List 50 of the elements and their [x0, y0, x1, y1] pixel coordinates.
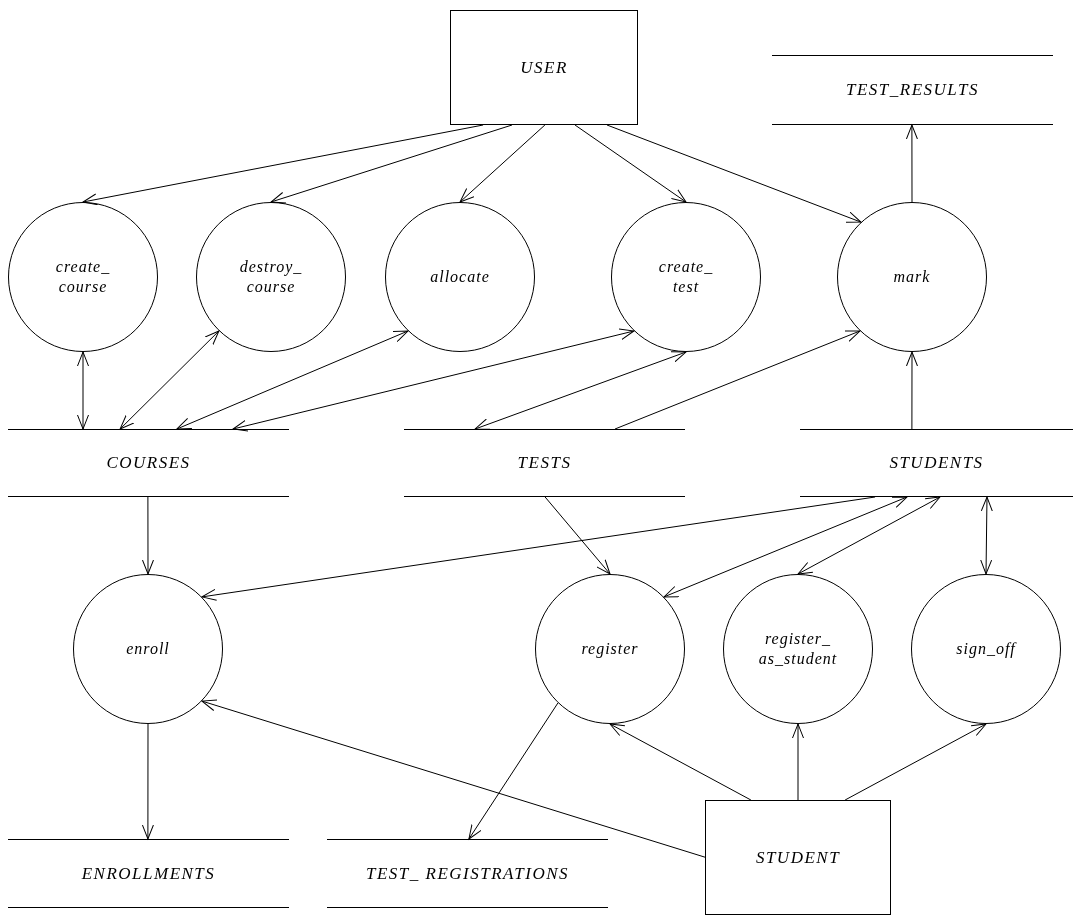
data-store — [800, 429, 1073, 497]
arrow — [606, 124, 862, 223]
node-label: STUDENTS — [889, 452, 984, 474]
node-label: STUDENT — [755, 846, 841, 869]
arrow — [905, 124, 918, 203]
data-store — [8, 839, 289, 908]
arrow — [119, 330, 220, 430]
node-label: enroll — [126, 639, 170, 659]
arrow — [574, 124, 687, 203]
node-label: ENROLLMENTS — [81, 862, 216, 885]
node-label: create_ course — [54, 257, 112, 297]
node-label: TEST_RESULTS — [846, 79, 979, 101]
arrow — [614, 330, 861, 430]
arrow — [792, 723, 804, 801]
node-label: register_ as_student — [757, 629, 839, 669]
arrow — [544, 496, 611, 575]
data-store — [404, 429, 685, 497]
node-label: COURSES — [106, 452, 191, 474]
node-label: TEST_ REGISTRATIONS — [365, 862, 570, 885]
arrow — [797, 496, 941, 575]
node-label: register — [581, 639, 639, 659]
arrow — [474, 351, 687, 430]
arrow — [270, 124, 513, 204]
external-entity-box — [705, 800, 891, 915]
node-label: mark — [893, 267, 931, 287]
arrow — [82, 124, 484, 206]
external-entity-box — [450, 10, 638, 125]
arrow — [201, 496, 876, 601]
data-store — [327, 839, 608, 908]
arrow — [468, 702, 559, 840]
node-label: USER — [520, 56, 568, 79]
node-label: TESTS — [517, 452, 572, 474]
arrow — [459, 124, 546, 203]
data-store — [8, 429, 289, 497]
arrow — [201, 699, 706, 858]
arrow — [663, 496, 908, 598]
arrow — [980, 496, 993, 575]
node-label: sign_off — [956, 639, 1016, 659]
arrow — [232, 328, 635, 432]
data-store — [772, 55, 1053, 125]
arrow — [141, 723, 154, 840]
arrow — [844, 723, 987, 801]
arrow — [609, 723, 752, 801]
arrow — [142, 496, 154, 575]
arrow — [77, 351, 89, 430]
node-label: destroy_ course — [238, 257, 304, 297]
arrow — [176, 330, 409, 430]
arrow — [906, 351, 918, 430]
node-label: create_ test — [657, 257, 715, 297]
node-label: allocate — [430, 267, 490, 287]
